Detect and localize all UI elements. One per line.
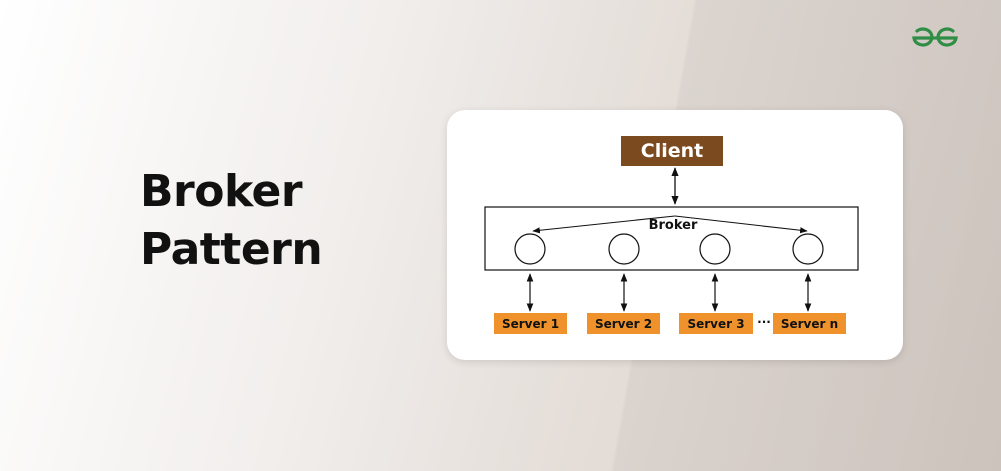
broker-fanout-right-arrow bbox=[674, 215, 808, 234]
broker-component-1 bbox=[514, 233, 546, 265]
broker-component-2 bbox=[608, 233, 640, 265]
broker-fanout-left-arrow bbox=[532, 215, 676, 234]
broker-box bbox=[484, 206, 859, 271]
broker-component-4 bbox=[792, 233, 824, 265]
server-ellipsis: ··· bbox=[757, 315, 771, 329]
server-1-label: Server 1 bbox=[502, 317, 559, 331]
server-3-box bbox=[679, 313, 753, 334]
client-box bbox=[621, 136, 723, 166]
geeksforgeeks-logo-icon bbox=[912, 27, 958, 47]
title-line-1: Broker bbox=[140, 166, 303, 217]
broker-label: Broker bbox=[649, 218, 698, 233]
diagram-card: Client Broker Server 1 Server 2 Server 3… bbox=[447, 110, 903, 360]
server-n-box bbox=[773, 313, 846, 334]
broker-diagram: Client Broker Server 1 Server 2 Server 3… bbox=[484, 136, 859, 334]
server-n-label: Server n bbox=[781, 317, 838, 331]
server-2-box bbox=[587, 313, 660, 334]
server-1-box bbox=[494, 313, 567, 334]
page-title: Broker Pattern bbox=[140, 163, 323, 279]
client-label: Client bbox=[641, 140, 703, 162]
server-2-label: Server 2 bbox=[595, 317, 652, 331]
title-line-2: Pattern bbox=[140, 224, 323, 275]
broker-component-3 bbox=[699, 233, 731, 265]
server-3-label: Server 3 bbox=[687, 317, 744, 331]
